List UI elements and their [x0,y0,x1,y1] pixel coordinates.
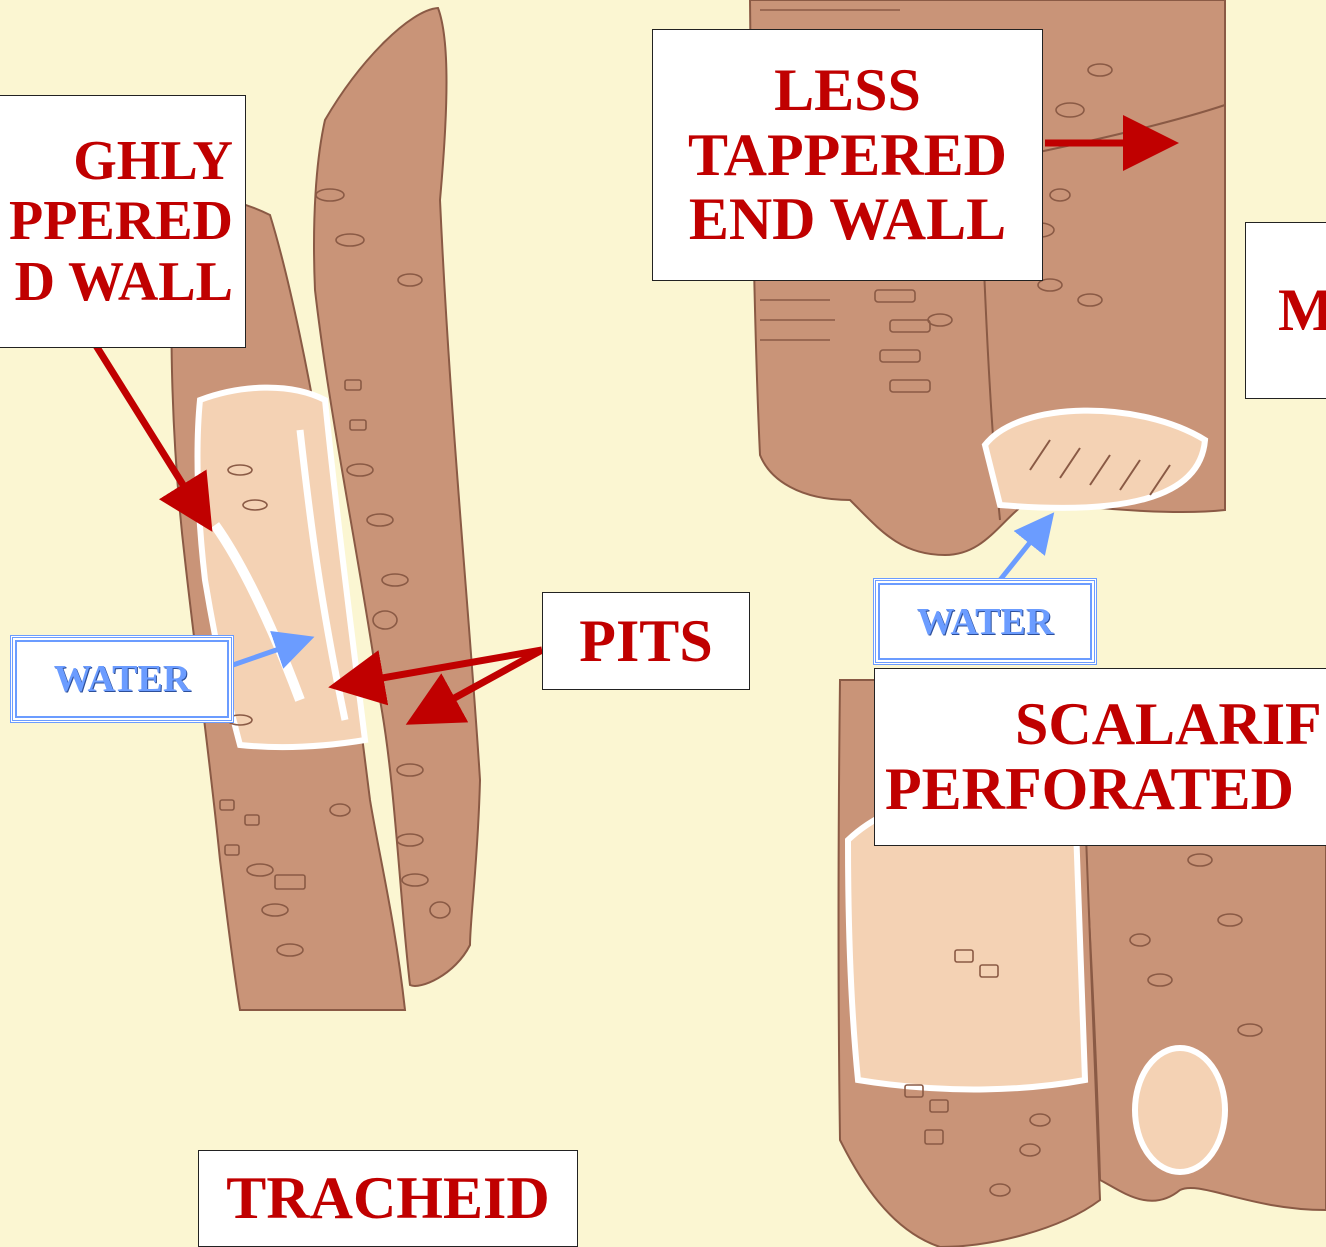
label-highly-tappered-end-wall: GHLY PPERED D WALL [0,95,246,348]
label-water-left: WATER [10,635,234,723]
label-less-line-1: LESS [774,58,921,123]
label-highly-line-1: GHLY [73,131,233,191]
label-right-partial: M [1245,222,1326,399]
label-scalariform-line-1: SCALARIF [885,692,1322,757]
label-pits-text: PITS [579,609,712,674]
arrow-water-right [1000,520,1048,580]
label-water-right: WATER [873,578,1097,665]
label-less-line-2: TAPPERED [688,123,1007,188]
label-pits: PITS [542,592,750,690]
label-right-partial-line-2: M [1278,278,1326,343]
label-tracheid-text: TRACHEID [226,1166,549,1231]
label-less-tappered-end-wall: LESS TAPPERED END WALL [652,29,1043,281]
label-highly-line-2: PPERED [9,191,233,251]
label-tracheid: TRACHEID [198,1150,578,1247]
label-scalariform-perforated: SCALARIF PERFORATED [874,668,1326,846]
label-water-right-text: WATER [917,600,1054,644]
vessel-bottom-end-opening [1135,1048,1225,1172]
label-water-left-text: WATER [54,657,191,701]
label-highly-line-3: D WALL [15,252,233,312]
label-scalariform-line-2: PERFORATED [885,757,1294,822]
label-less-line-3: END WALL [689,187,1006,252]
